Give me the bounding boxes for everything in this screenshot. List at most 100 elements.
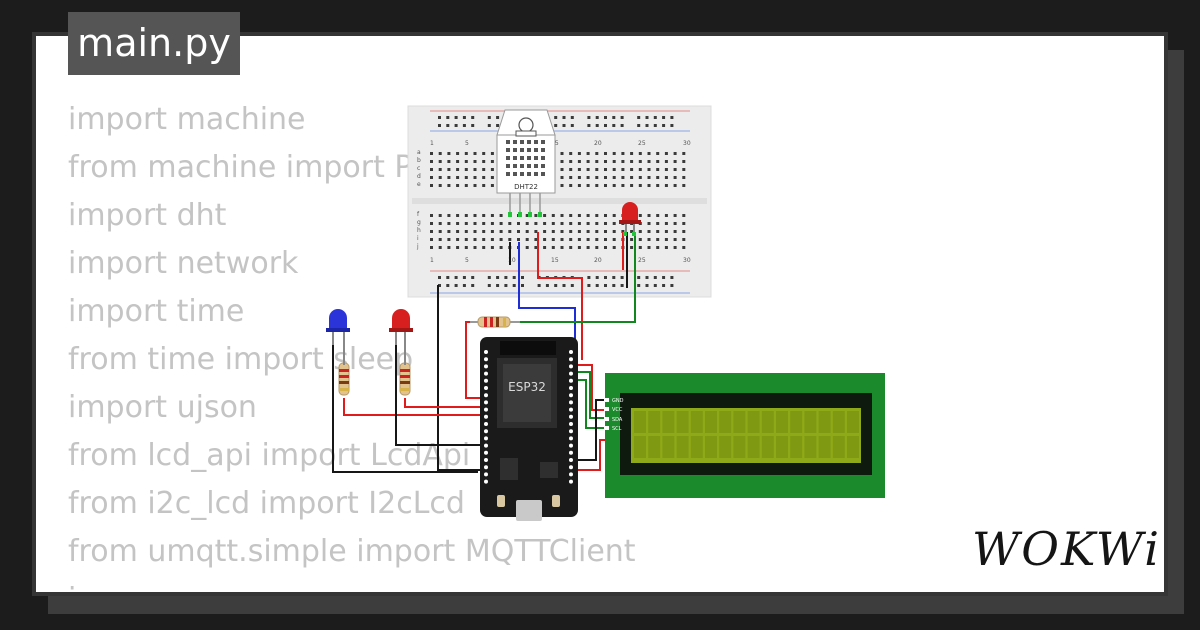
rail-hole	[670, 284, 674, 287]
breadboard-hole	[630, 176, 634, 179]
breadboard-hole	[430, 222, 433, 225]
rail-hole	[512, 276, 516, 279]
breadboard-hole	[612, 246, 616, 249]
breadboard-hole	[595, 160, 599, 163]
breadboard-hole	[438, 168, 442, 171]
esp32-pin	[569, 458, 573, 462]
col-label: 1	[430, 257, 434, 264]
breadboard-hole	[630, 168, 634, 171]
breadboard-hole	[438, 246, 442, 249]
breadboard-hole	[682, 222, 686, 225]
breadboard-hole	[638, 214, 642, 217]
esp32-board[interactable]: ESP32	[480, 337, 578, 521]
breadboard-hole	[438, 214, 442, 217]
breadboard-hole	[490, 214, 494, 217]
breadboard-hole	[569, 246, 573, 249]
rail-hole	[454, 276, 458, 279]
breadboard-hole	[577, 222, 581, 225]
row-label: i	[417, 235, 419, 242]
rail-hole	[438, 116, 441, 119]
rail-hole	[662, 284, 666, 287]
sensor-grille	[513, 164, 517, 168]
esp32-pin	[569, 450, 573, 455]
col-label: 1	[430, 140, 434, 147]
esp32-pin	[569, 378, 573, 383]
rail-hole	[496, 124, 500, 127]
breadboard-hole	[664, 214, 668, 217]
breadboard-hole	[664, 160, 668, 163]
lcd-char-cell	[648, 436, 661, 458]
breadboard-hole	[456, 246, 460, 249]
breadboard-hole	[595, 214, 599, 217]
rail-hole	[496, 116, 500, 119]
rail-hole	[587, 284, 591, 287]
lcd-pin-label: SDA	[612, 417, 623, 423]
breadboard-hole	[534, 246, 538, 249]
sensor-grille	[506, 140, 510, 144]
breadboard-hole	[517, 222, 520, 225]
breadboard-hole	[647, 168, 651, 171]
breadboard-hole	[560, 184, 564, 187]
sensor-grille	[541, 140, 545, 144]
wires	[332, 232, 636, 473]
code-line: from i2c_lcd import I2cLcd	[68, 486, 465, 521]
esp32-pin	[484, 386, 488, 390]
breadboard-hole	[499, 238, 503, 241]
rail-hole	[637, 116, 641, 119]
breadboard-hole	[517, 230, 520, 233]
file-tab[interactable]: main.py	[68, 12, 240, 75]
resistor[interactable]	[338, 362, 350, 396]
breadboard-hole	[447, 184, 451, 187]
breadboard-hole	[560, 230, 564, 233]
dht22-sensor[interactable]: DHT22	[496, 109, 556, 217]
rail-hole	[496, 276, 500, 279]
breadboard-hole	[577, 230, 581, 233]
sensor-grille	[527, 164, 531, 168]
breadboard-hole	[612, 176, 616, 179]
breadboard-hole	[656, 184, 660, 187]
sensor-grille	[534, 156, 538, 160]
sensor-grille	[506, 172, 510, 176]
esp32-pin	[569, 436, 573, 441]
breadboard-hole	[464, 160, 468, 163]
led-red[interactable]	[389, 309, 413, 365]
breadboard-hole	[682, 246, 686, 249]
wire-green	[572, 371, 608, 419]
breadboard-hole	[490, 168, 494, 171]
breadboard-hole	[630, 184, 634, 187]
breadboard-hole	[560, 222, 564, 225]
breadboard-hole	[482, 184, 486, 187]
breadboard-hole	[621, 176, 625, 179]
resistor[interactable]	[399, 362, 411, 396]
breadboard-hole	[673, 176, 677, 179]
breadboard-hole	[586, 246, 590, 249]
breadboard-hole	[560, 246, 564, 249]
row-label: f	[417, 211, 420, 218]
breadboard-hole	[673, 168, 677, 171]
breadboard-hole	[664, 184, 668, 187]
lcd-char-cell	[719, 436, 732, 458]
breadboard-hole	[673, 230, 677, 233]
sensor-grille	[520, 148, 524, 152]
rail-hole	[471, 284, 475, 287]
breadboard-hole	[464, 246, 468, 249]
breadboard-hole	[569, 230, 573, 233]
lcd-1602[interactable]: GND VCC SDA SCL	[604, 373, 885, 498]
rail-hole	[446, 124, 450, 127]
led-blue[interactable]	[326, 309, 350, 365]
breadboard-hole	[577, 214, 581, 217]
rail-hole	[670, 116, 674, 119]
breadboard-hole	[664, 176, 668, 179]
resistor[interactable]	[470, 316, 520, 328]
breadboard-hole	[595, 222, 599, 225]
mcu-label: ESP32	[508, 380, 546, 394]
breadboard-hole	[656, 246, 660, 249]
sensor-grille	[541, 148, 545, 152]
lcd-char-cell	[648, 411, 661, 433]
lcd-char-cell	[662, 436, 675, 458]
led-red-breadboard[interactable]	[619, 202, 641, 236]
breadboard-hole	[560, 238, 564, 241]
breadboard-hole	[682, 160, 686, 163]
rail-hole	[545, 284, 549, 287]
breadboard-hole	[430, 168, 433, 171]
